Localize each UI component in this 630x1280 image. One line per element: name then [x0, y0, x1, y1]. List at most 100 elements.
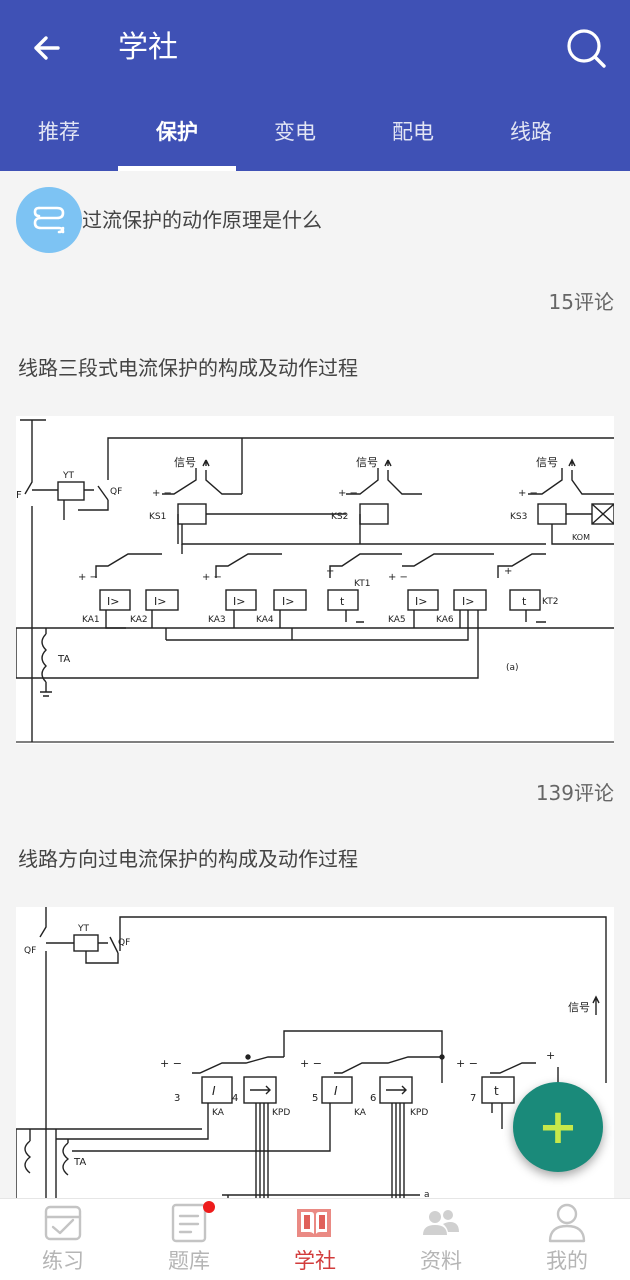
question-bank-icon [169, 1201, 209, 1245]
top-bar: 学社 [0, 0, 630, 96]
comment-count[interactable]: 139评论 [535, 781, 614, 805]
diagram-label: KS2 [331, 512, 348, 522]
diagram-label: KA5 [388, 615, 406, 625]
diagram-label: a [424, 1190, 430, 1198]
svg-text:F: F [16, 490, 22, 501]
relay-symbol: I I t [212, 1084, 499, 1098]
diagram-label: KA2 [130, 615, 148, 625]
svg-text:+ −: + − [456, 1057, 478, 1070]
svg-text:+ −: + − [518, 488, 538, 499]
add-post-button[interactable]: + [513, 1082, 603, 1172]
svg-text:I>: I> [415, 595, 427, 608]
diagram-label: QF [118, 938, 130, 948]
nav-label: 我的 [546, 1249, 588, 1273]
diagram-label: KT2 [542, 597, 558, 607]
question-item[interactable]: 过流保护的动作原理是什么 [16, 187, 614, 253]
diagram-label: KA3 [208, 615, 226, 625]
diagram-label: 6 [370, 1093, 376, 1104]
people-icon [421, 1201, 461, 1245]
topic-avatar [16, 187, 82, 253]
nav-profile[interactable]: 我的 [504, 1199, 630, 1280]
practice-icon [43, 1201, 83, 1245]
diagram-label: KS3 [510, 512, 527, 522]
signal-label: 信号 [568, 1001, 590, 1014]
diagram-label: KOM [572, 533, 590, 542]
diagram-label: 4 [232, 1093, 238, 1104]
svg-text:I: I [212, 1084, 216, 1098]
search-button[interactable] [560, 22, 612, 74]
circuit-diagram: F YT QF 信号 信号 信号 + − + − + − [16, 419, 614, 743]
diagram-label: KT1 [354, 579, 370, 589]
svg-text:+ −: + − [160, 1057, 182, 1070]
svg-text:t: t [340, 595, 345, 608]
diagram-label: TA [57, 654, 70, 665]
diagram-label: QF [110, 487, 122, 497]
book-icon [295, 1201, 335, 1245]
svg-text:+ −: + − [388, 572, 408, 583]
diagram-label: KA1 [82, 615, 100, 625]
signal-label: 信号 信号 信号 [174, 456, 558, 469]
nav-label: 练习 [42, 1249, 84, 1273]
nav-label: 题库 [168, 1249, 210, 1273]
relay-symbol: I> I> I> I> I> I> t t [107, 595, 527, 608]
tab-distribution[interactable]: 配电 [392, 120, 434, 144]
diagram-label: KS1 [149, 512, 166, 522]
svg-text:+ −: + − [152, 488, 172, 499]
svg-text:I>: I> [462, 595, 474, 608]
question-text: 过流保护的动作原理是什么 [82, 208, 322, 232]
svg-text:+ −: + − [202, 572, 222, 583]
diagram-label: (a) [506, 663, 519, 673]
diagram-label: KA4 [256, 615, 274, 625]
svg-text:+ −: + − [338, 488, 358, 499]
svg-text:I: I [334, 1084, 338, 1098]
tab-substation[interactable]: 变电 [274, 120, 316, 144]
svg-text:+: + [326, 566, 334, 577]
svg-text:+ −: + − [78, 572, 98, 583]
svg-text:+ −: + − [300, 1057, 322, 1070]
svg-text:信号: 信号 [536, 456, 558, 469]
diagram-label: YT [62, 471, 74, 481]
post-diagram-image[interactable]: F YT QF 信号 信号 信号 + − + − + − [16, 416, 614, 744]
plus-icon: + [537, 1099, 579, 1155]
diagram-label: KPD [272, 1108, 290, 1118]
post-title[interactable]: 线路方向过电流保护的构成及动作过程 [18, 847, 358, 871]
app-header: 学社 推荐 保护 变电 配电 线路 [0, 0, 630, 171]
post-feed[interactable]: 过流保护的动作原理是什么 15评论 线路三段式电流保护的构成及动作过程 F YT… [0, 171, 630, 1198]
svg-text:信号: 信号 [356, 456, 378, 469]
circuit-diagram: QF YT QF 信号 + − + − + − + I [16, 907, 607, 1198]
diagram-label: 3 [174, 1093, 180, 1104]
tab-line[interactable]: 线路 [510, 120, 552, 144]
diagram-label: KA [354, 1108, 367, 1118]
tab-recommend[interactable]: 推荐 [38, 120, 80, 144]
back-button[interactable] [22, 24, 70, 72]
diagram-label: 5 [312, 1093, 318, 1104]
active-tab-indicator [118, 166, 236, 171]
svg-text:I>: I> [154, 595, 166, 608]
post-diagram-image[interactable]: QF YT QF 信号 + − + − + − + I [16, 907, 614, 1198]
svg-text:I>: I> [233, 595, 245, 608]
scroll-icon [33, 206, 65, 234]
comment-count[interactable]: 15评论 [548, 290, 614, 314]
diagram-label: QF [24, 946, 36, 956]
nav-question-bank[interactable]: 题库 [126, 1199, 252, 1280]
category-tabs: 推荐 保护 变电 配电 线路 [0, 104, 630, 166]
svg-text:t: t [522, 595, 527, 608]
diagram-label: TA [73, 1157, 86, 1168]
post-title[interactable]: 线路三段式电流保护的构成及动作过程 [18, 356, 358, 380]
arrow-left-icon [34, 36, 60, 60]
nav-label: 学社 [294, 1249, 336, 1273]
diagram-label: YT [77, 924, 89, 934]
diagram-label: KA6 [436, 615, 454, 625]
diagram-label: 7 [470, 1093, 476, 1104]
profile-icon [547, 1201, 587, 1245]
nav-practice[interactable]: 练习 [0, 1199, 126, 1280]
nav-resources[interactable]: 资料 [378, 1199, 504, 1280]
nav-label: 资料 [420, 1249, 462, 1273]
tab-protection[interactable]: 保护 [156, 120, 198, 144]
nav-study-club[interactable]: 学社 [252, 1199, 378, 1280]
diagram-label: KPD [410, 1108, 428, 1118]
search-icon [567, 29, 606, 68]
svg-text:信号: 信号 [174, 456, 196, 469]
svg-text:t: t [494, 1084, 499, 1098]
